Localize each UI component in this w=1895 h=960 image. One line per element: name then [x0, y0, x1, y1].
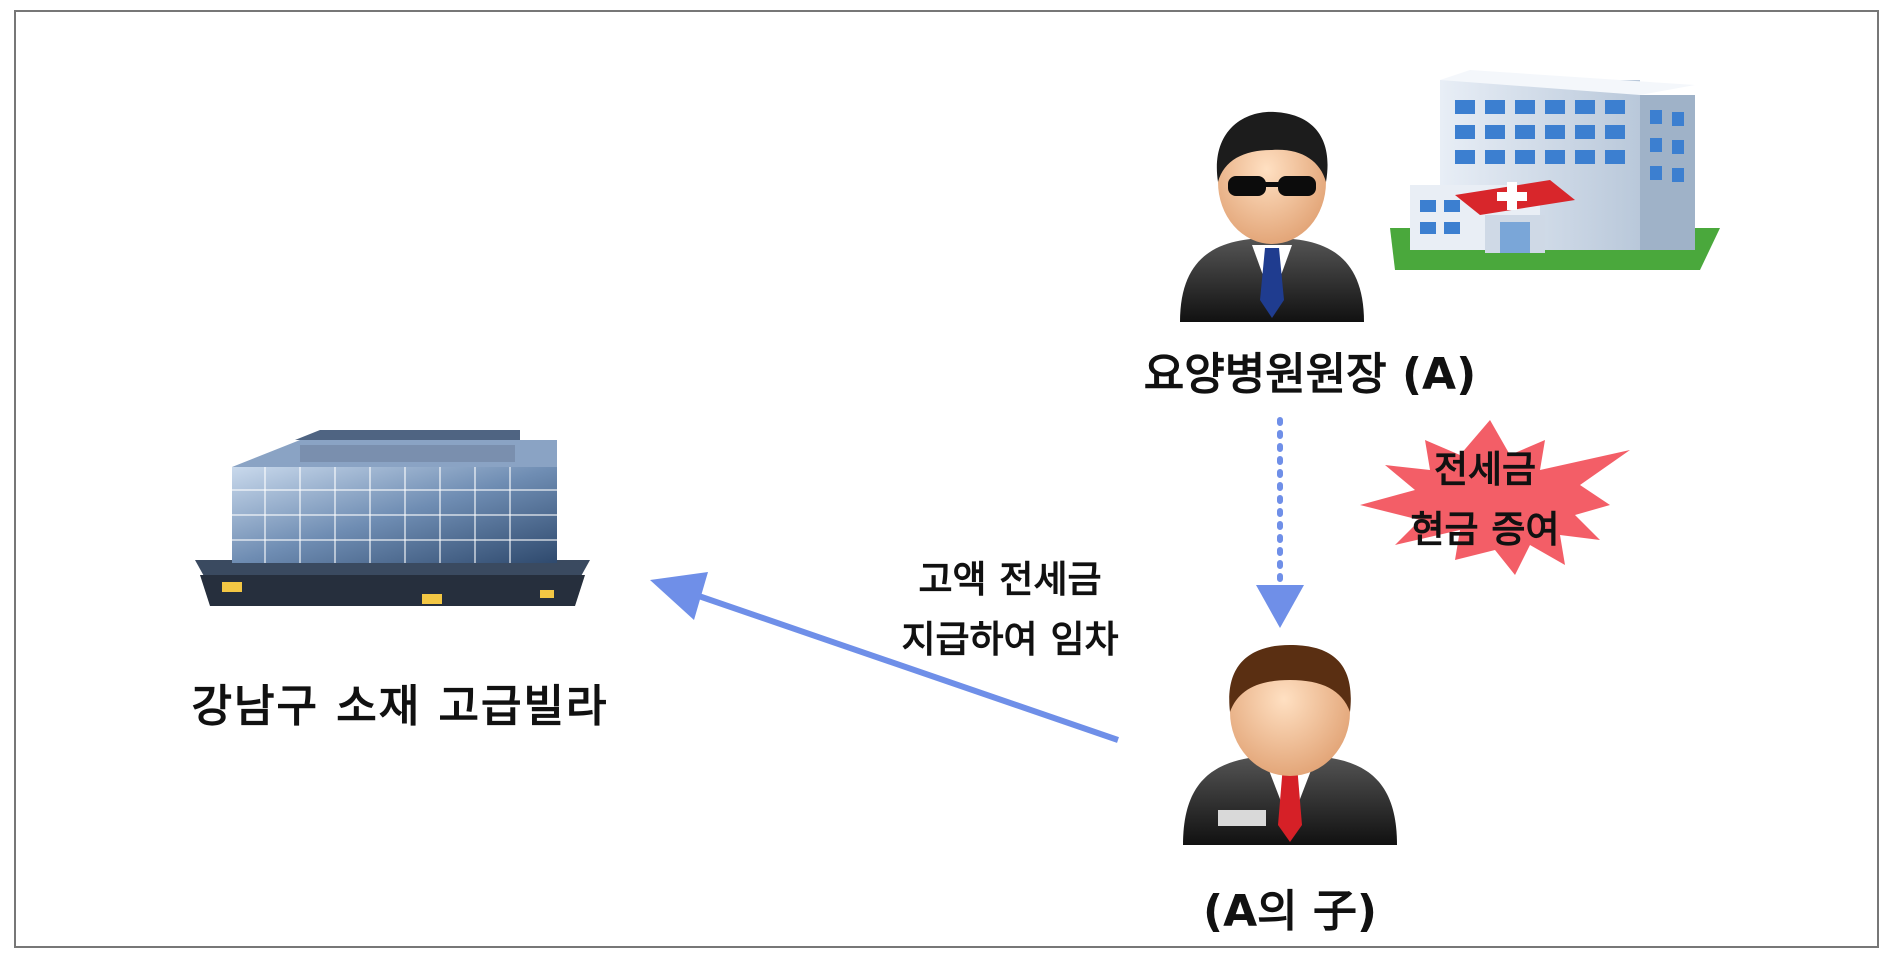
gift-edge-label: 전세금 현금 증여 — [1365, 440, 1605, 560]
director-label: 요양병원원장 (A) — [1143, 349, 1477, 400]
lease-edge-label: 고액 전세금 지급하여 임차 — [860, 550, 1160, 670]
gift-label-line1: 전세금 — [1433, 448, 1537, 491]
diagram-frame — [14, 10, 1879, 948]
lease-arrow — [689, 590, 1119, 743]
gift-label-line2: 현금 증여 — [1410, 508, 1560, 551]
child-label: (A의 子) — [1202, 886, 1378, 937]
businessman-sunglasses-icon — [1180, 111, 1364, 322]
gift-arrow-head — [1256, 585, 1304, 628]
businessman-red-tie-icon — [1183, 645, 1397, 845]
lease-label-line2: 지급하여 임차 — [901, 618, 1119, 661]
lease-arrow-head — [650, 572, 708, 620]
office-building-icon — [195, 430, 590, 606]
hospital-icon — [1390, 70, 1720, 270]
lease-label-line1: 고액 전세금 — [918, 558, 1102, 601]
explosion-burst-icon — [1360, 420, 1630, 575]
villa-label: 강남구 소재 고급빌라 — [191, 681, 609, 732]
